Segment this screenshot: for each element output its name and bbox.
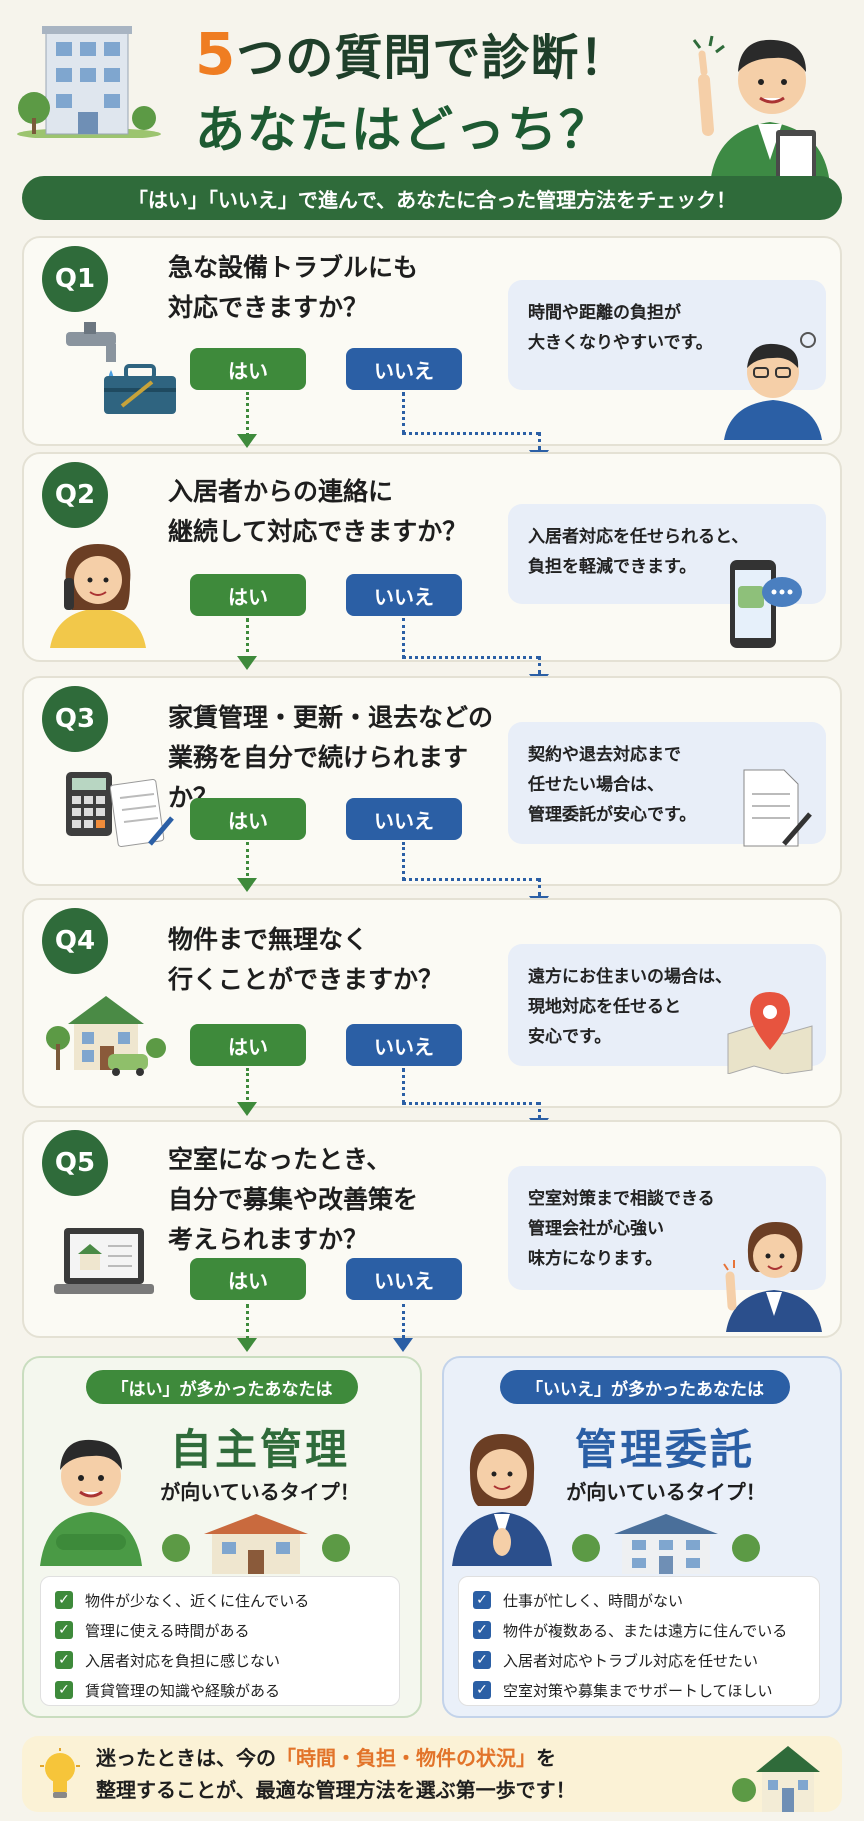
checklist-no: ✓仕事が忙しく、時間がない ✓物件が複数ある、または遠方に住んでいる ✓入居者対… bbox=[458, 1576, 820, 1706]
man-pointing-icon bbox=[690, 10, 850, 185]
question-badge: Q2 bbox=[42, 462, 108, 528]
house-icon bbox=[156, 1508, 356, 1574]
list-item: ✓管理に使える時間がある bbox=[55, 1615, 385, 1645]
yes-flow-arrow bbox=[237, 878, 257, 892]
advice-box-q2: 入居者対応を任せられると、負担を軽減できます。 bbox=[508, 504, 826, 604]
yes-flow-arrow bbox=[237, 656, 257, 670]
question-text: 物件まで無理なく行くことができますか？ bbox=[168, 925, 444, 994]
no-button-q5[interactable]: いいえ bbox=[346, 1258, 462, 1300]
question-text: 急な設備トラブルにも対応できますか？ bbox=[168, 253, 419, 322]
check-icon: ✓ bbox=[473, 1651, 491, 1669]
yes-flow-line bbox=[246, 1068, 249, 1106]
lightbulb-icon bbox=[38, 1748, 82, 1802]
check-icon: ✓ bbox=[55, 1591, 73, 1609]
check-icon: ✓ bbox=[55, 1621, 73, 1639]
house-icon bbox=[566, 1508, 766, 1574]
no-flow-line bbox=[538, 878, 541, 896]
checklist-yes: ✓物件が少なく、近くに住んでいる ✓管理に使える時間がある ✓入居者対応を負担に… bbox=[40, 1576, 400, 1706]
list-item: ✓空室対策や募集までサポートしてほしい bbox=[473, 1675, 805, 1705]
yes-button-q1[interactable]: はい bbox=[190, 348, 306, 390]
no-flow-line bbox=[402, 618, 405, 658]
question-text: 空室になったとき、自分で募集や改善策を考えられますか？ bbox=[168, 1145, 419, 1254]
check-icon: ✓ bbox=[473, 1681, 491, 1699]
no-flow-line bbox=[538, 1102, 541, 1118]
yes-flow-arrow bbox=[237, 434, 257, 448]
no-flow-line bbox=[402, 1068, 405, 1104]
yes-flow-arrow bbox=[237, 1338, 257, 1352]
no-flow-line bbox=[402, 432, 540, 435]
footer-text: 迷ったときは、今の「時間・負担・物件の状況」を 整理することが、最適な管理方法を… bbox=[96, 1746, 576, 1802]
notebook-icon bbox=[109, 778, 178, 850]
list-item: ✓物件が少なく、近くに住んでいる bbox=[55, 1585, 385, 1615]
page-subtitle: あなたはどっち？ bbox=[195, 101, 611, 159]
woman-phone-icon bbox=[46, 532, 150, 648]
list-item: ✓入居者対応を負担に感じない bbox=[55, 1645, 385, 1675]
no-flow-line bbox=[538, 432, 541, 450]
question-badge: Q3 bbox=[42, 686, 108, 752]
woman-pointing-icon bbox=[720, 1206, 828, 1332]
no-flow-line bbox=[402, 842, 405, 880]
toolbox-icon bbox=[102, 362, 178, 416]
no-flow-line bbox=[402, 1304, 405, 1338]
question-text: 家賃管理・更新・退去などの業務を自分で続けられますか？ bbox=[168, 703, 494, 812]
calculator-icon bbox=[64, 770, 114, 838]
question-badge: Q5 bbox=[42, 1130, 108, 1196]
no-flow-line bbox=[538, 656, 541, 674]
result-type-sub: が向いているタイプ！ bbox=[566, 1480, 766, 1504]
list-item: ✓入居者対応やトラブル対応を任せたい bbox=[473, 1645, 805, 1675]
check-icon: ✓ bbox=[473, 1591, 491, 1609]
check-icon: ✓ bbox=[55, 1651, 73, 1669]
map-pin-icon bbox=[724, 990, 816, 1075]
result-pill-yes: 「はい」が多かったあなたは bbox=[86, 1370, 358, 1404]
document-pen-icon bbox=[740, 766, 814, 850]
list-item: ✓賃貸管理の知識や経験がある bbox=[55, 1675, 385, 1705]
list-item: ✓仕事が忙しく、時間がない bbox=[473, 1585, 805, 1615]
question-badge: Q1 bbox=[42, 246, 108, 312]
yes-button-q3[interactable]: はい bbox=[190, 798, 306, 840]
result-type-name: 自主管理 bbox=[169, 1425, 350, 1474]
question-text: 入居者からの連絡に継続して対応できますか？ bbox=[168, 477, 468, 546]
yes-flow-line bbox=[246, 842, 249, 882]
list-item: ✓物件が複数ある、または遠方に住んでいる bbox=[473, 1615, 805, 1645]
result-type-sub: が向いているタイプ！ bbox=[160, 1480, 360, 1504]
result-type-name: 管理委託 bbox=[574, 1425, 755, 1474]
smartphone-chat-icon bbox=[724, 556, 804, 652]
no-flow-arrow bbox=[393, 1338, 413, 1352]
building-icon bbox=[14, 18, 164, 140]
instruction-banner: 「はい」「いいえ」で進んで、あなたに合った管理方法をチェック！ bbox=[22, 176, 842, 220]
check-icon: ✓ bbox=[473, 1621, 491, 1639]
page-title: 5つの質問で診断！ bbox=[195, 20, 629, 88]
result-pill-no: 「いいえ」が多かったあなたは bbox=[500, 1370, 790, 1404]
man-arms-crossed-icon bbox=[36, 1416, 146, 1566]
woman-hands-together-icon bbox=[448, 1416, 556, 1566]
question-badge: Q4 bbox=[42, 908, 108, 974]
no-button-q2[interactable]: いいえ bbox=[346, 574, 462, 616]
no-flow-line bbox=[402, 878, 540, 881]
footer-tip bbox=[22, 1736, 842, 1812]
yes-flow-arrow bbox=[237, 1102, 257, 1116]
yes-flow-line bbox=[246, 618, 249, 660]
no-button-q4[interactable]: いいえ bbox=[346, 1024, 462, 1066]
no-button-q3[interactable]: いいえ bbox=[346, 798, 462, 840]
no-flow-line bbox=[402, 392, 405, 434]
yes-button-q5[interactable]: はい bbox=[190, 1258, 306, 1300]
yes-flow-line bbox=[246, 392, 249, 436]
yes-button-q2[interactable]: はい bbox=[190, 574, 306, 616]
laptop-icon bbox=[52, 1224, 156, 1300]
thinking-man-icon bbox=[718, 322, 828, 440]
house-car-icon bbox=[44, 984, 168, 1076]
yes-button-q4[interactable]: はい bbox=[190, 1024, 306, 1066]
no-flow-line bbox=[402, 656, 540, 659]
house-icon bbox=[730, 1740, 836, 1812]
yes-flow-line bbox=[246, 1304, 249, 1340]
no-flow-line bbox=[402, 1102, 540, 1105]
check-icon: ✓ bbox=[55, 1681, 73, 1699]
no-button-q1[interactable]: いいえ bbox=[346, 348, 462, 390]
